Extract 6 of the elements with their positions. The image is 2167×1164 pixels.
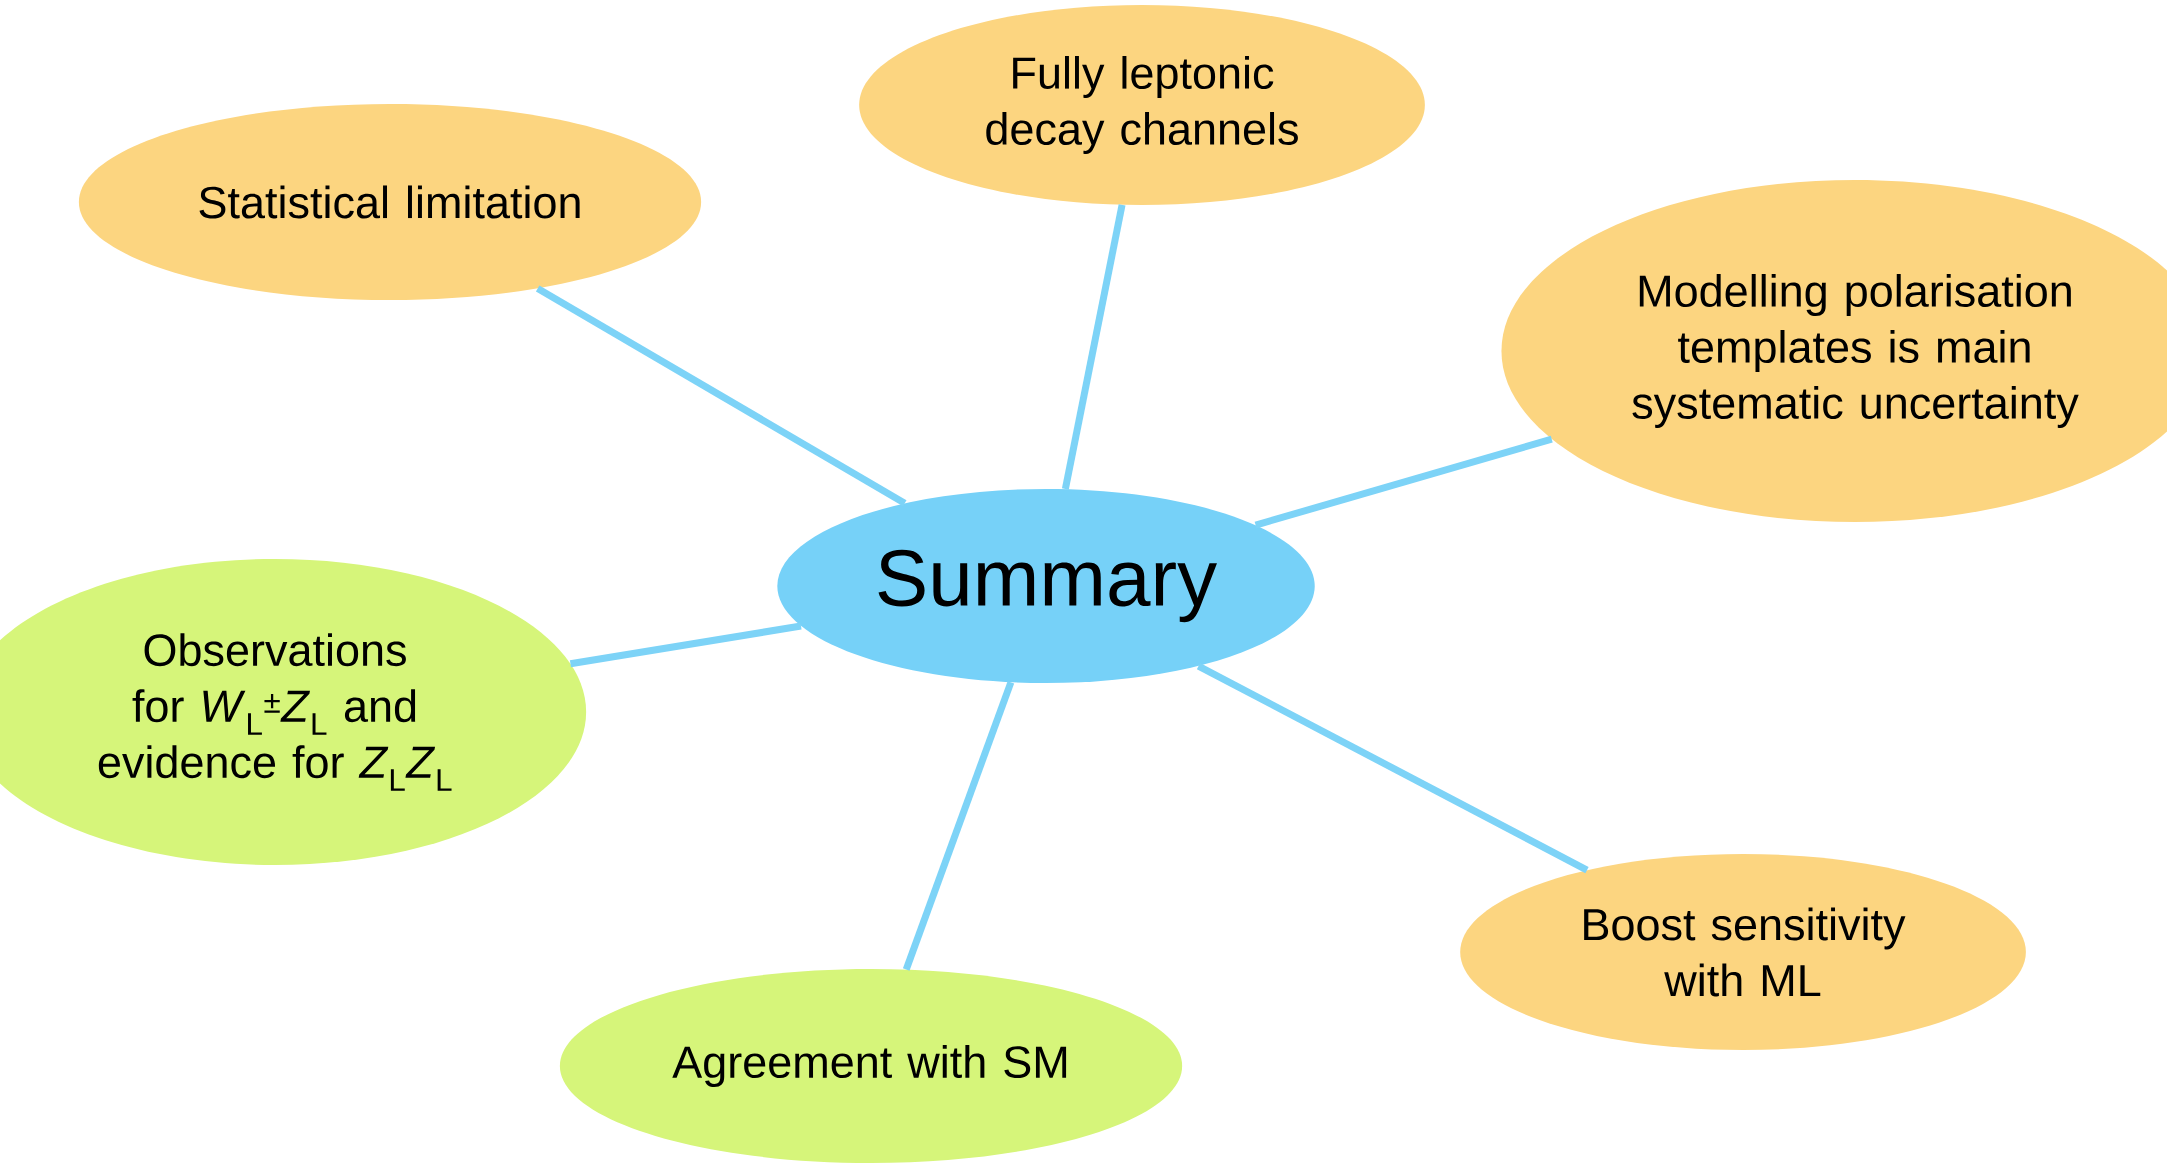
connector-line xyxy=(569,622,802,668)
connector-line xyxy=(1061,204,1126,490)
connector-line xyxy=(535,285,907,507)
connector-line xyxy=(1196,662,1589,874)
connector-line xyxy=(1254,435,1553,529)
connector-line xyxy=(902,681,1015,971)
